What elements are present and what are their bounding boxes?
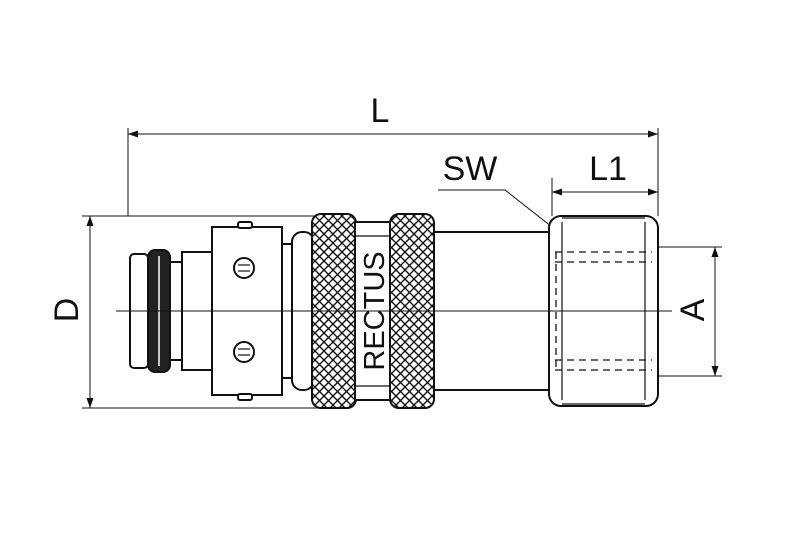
dimension-label-l1: L1 xyxy=(589,150,627,188)
dimension-label-d: D xyxy=(48,298,86,323)
dimension-d: D xyxy=(48,215,320,409)
dimension-label-a: A xyxy=(674,298,712,321)
internal-thread xyxy=(555,251,652,371)
dimension-label-l: L xyxy=(371,92,390,130)
dimension-l1: L1 xyxy=(551,150,659,216)
locking-ball-top xyxy=(233,257,255,279)
dimension-sw: SW xyxy=(438,150,567,239)
dimension-label-sw: SW xyxy=(443,150,498,188)
dimension-l: L xyxy=(127,92,659,216)
locking-ball-bottom xyxy=(233,341,255,363)
